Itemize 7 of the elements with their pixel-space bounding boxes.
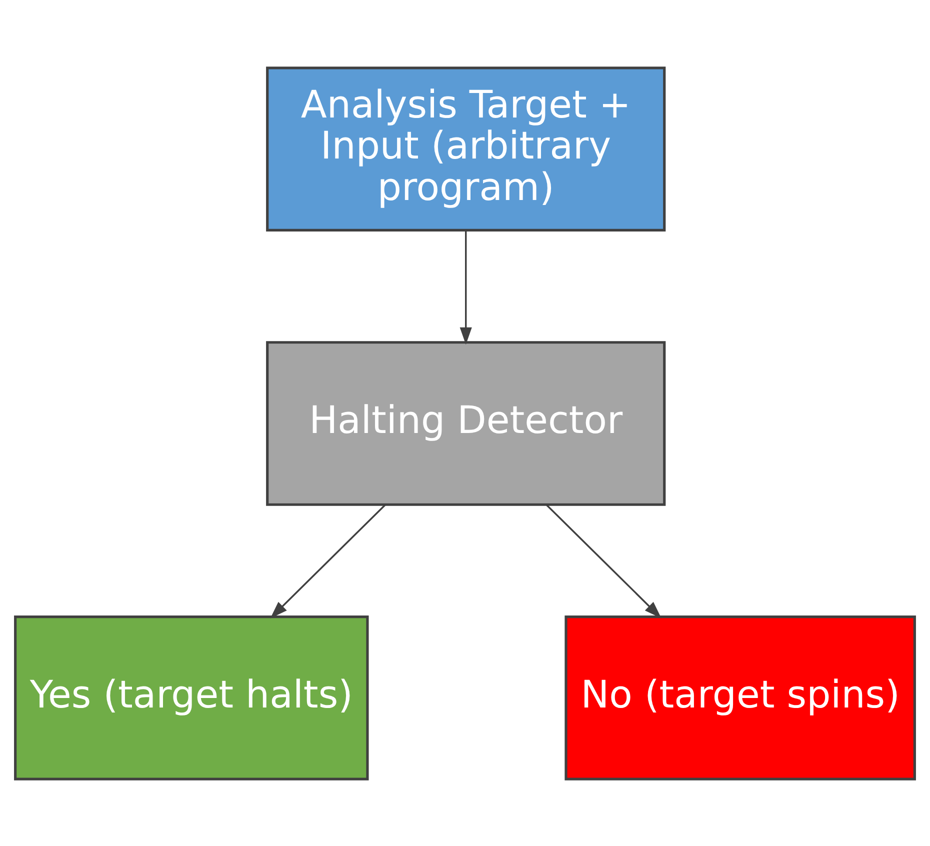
arrow: [546, 504, 662, 618]
node-box: No (target spins): [564, 615, 916, 780]
node-box: Halting Detector: [266, 340, 666, 506]
node-box: Yes (target halts): [14, 615, 369, 780]
arrow: [460, 230, 472, 344]
node-box: Analysis Target + Input (arbitrary program): [266, 66, 666, 231]
arrow: [270, 504, 386, 618]
